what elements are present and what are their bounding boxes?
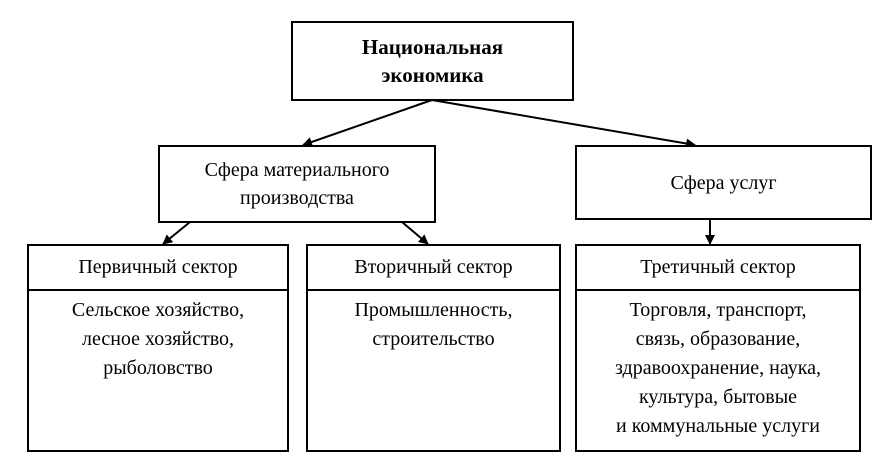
primary-sector-title: Первичный сектор — [29, 246, 287, 291]
primary-sector-body: Сельское хозяйство, лесное хозяйство, ры… — [71, 299, 245, 379]
tertiary-sector-box: Третичный сектор Торговля, транспорт, св… — [575, 244, 861, 452]
arrow-root-to-material — [302, 99, 433, 147]
national-economy-box: Национальная экономика — [291, 21, 574, 101]
tertiary-sector-body: Торговля, транспорт, связь, образование,… — [615, 299, 821, 437]
services-sphere-box: Сфера услуг — [575, 145, 872, 220]
secondary-sector-body: Промышленность, строительство — [354, 299, 513, 350]
arrow-material-to-secondary — [401, 221, 429, 245]
primary-sector-box: Первичный сектор Сельское хозяйство, лес… — [27, 244, 289, 452]
arrow-root-to-services — [431, 99, 696, 149]
tertiary-sector-title: Третичный сектор — [577, 246, 859, 291]
arrow-material-to-primary — [162, 221, 191, 245]
services-sphere-label: Сфера услуг — [670, 171, 777, 194]
national-economy-label: Национальная экономика — [361, 35, 504, 87]
secondary-sector-box: Вторичный сектор Промышленность, строите… — [306, 244, 561, 452]
secondary-sector-title: Вторичный сектор — [308, 246, 559, 291]
material-production-label: Сфера материального производства — [204, 159, 390, 209]
material-production-box: Сфера материального производства — [158, 145, 436, 223]
